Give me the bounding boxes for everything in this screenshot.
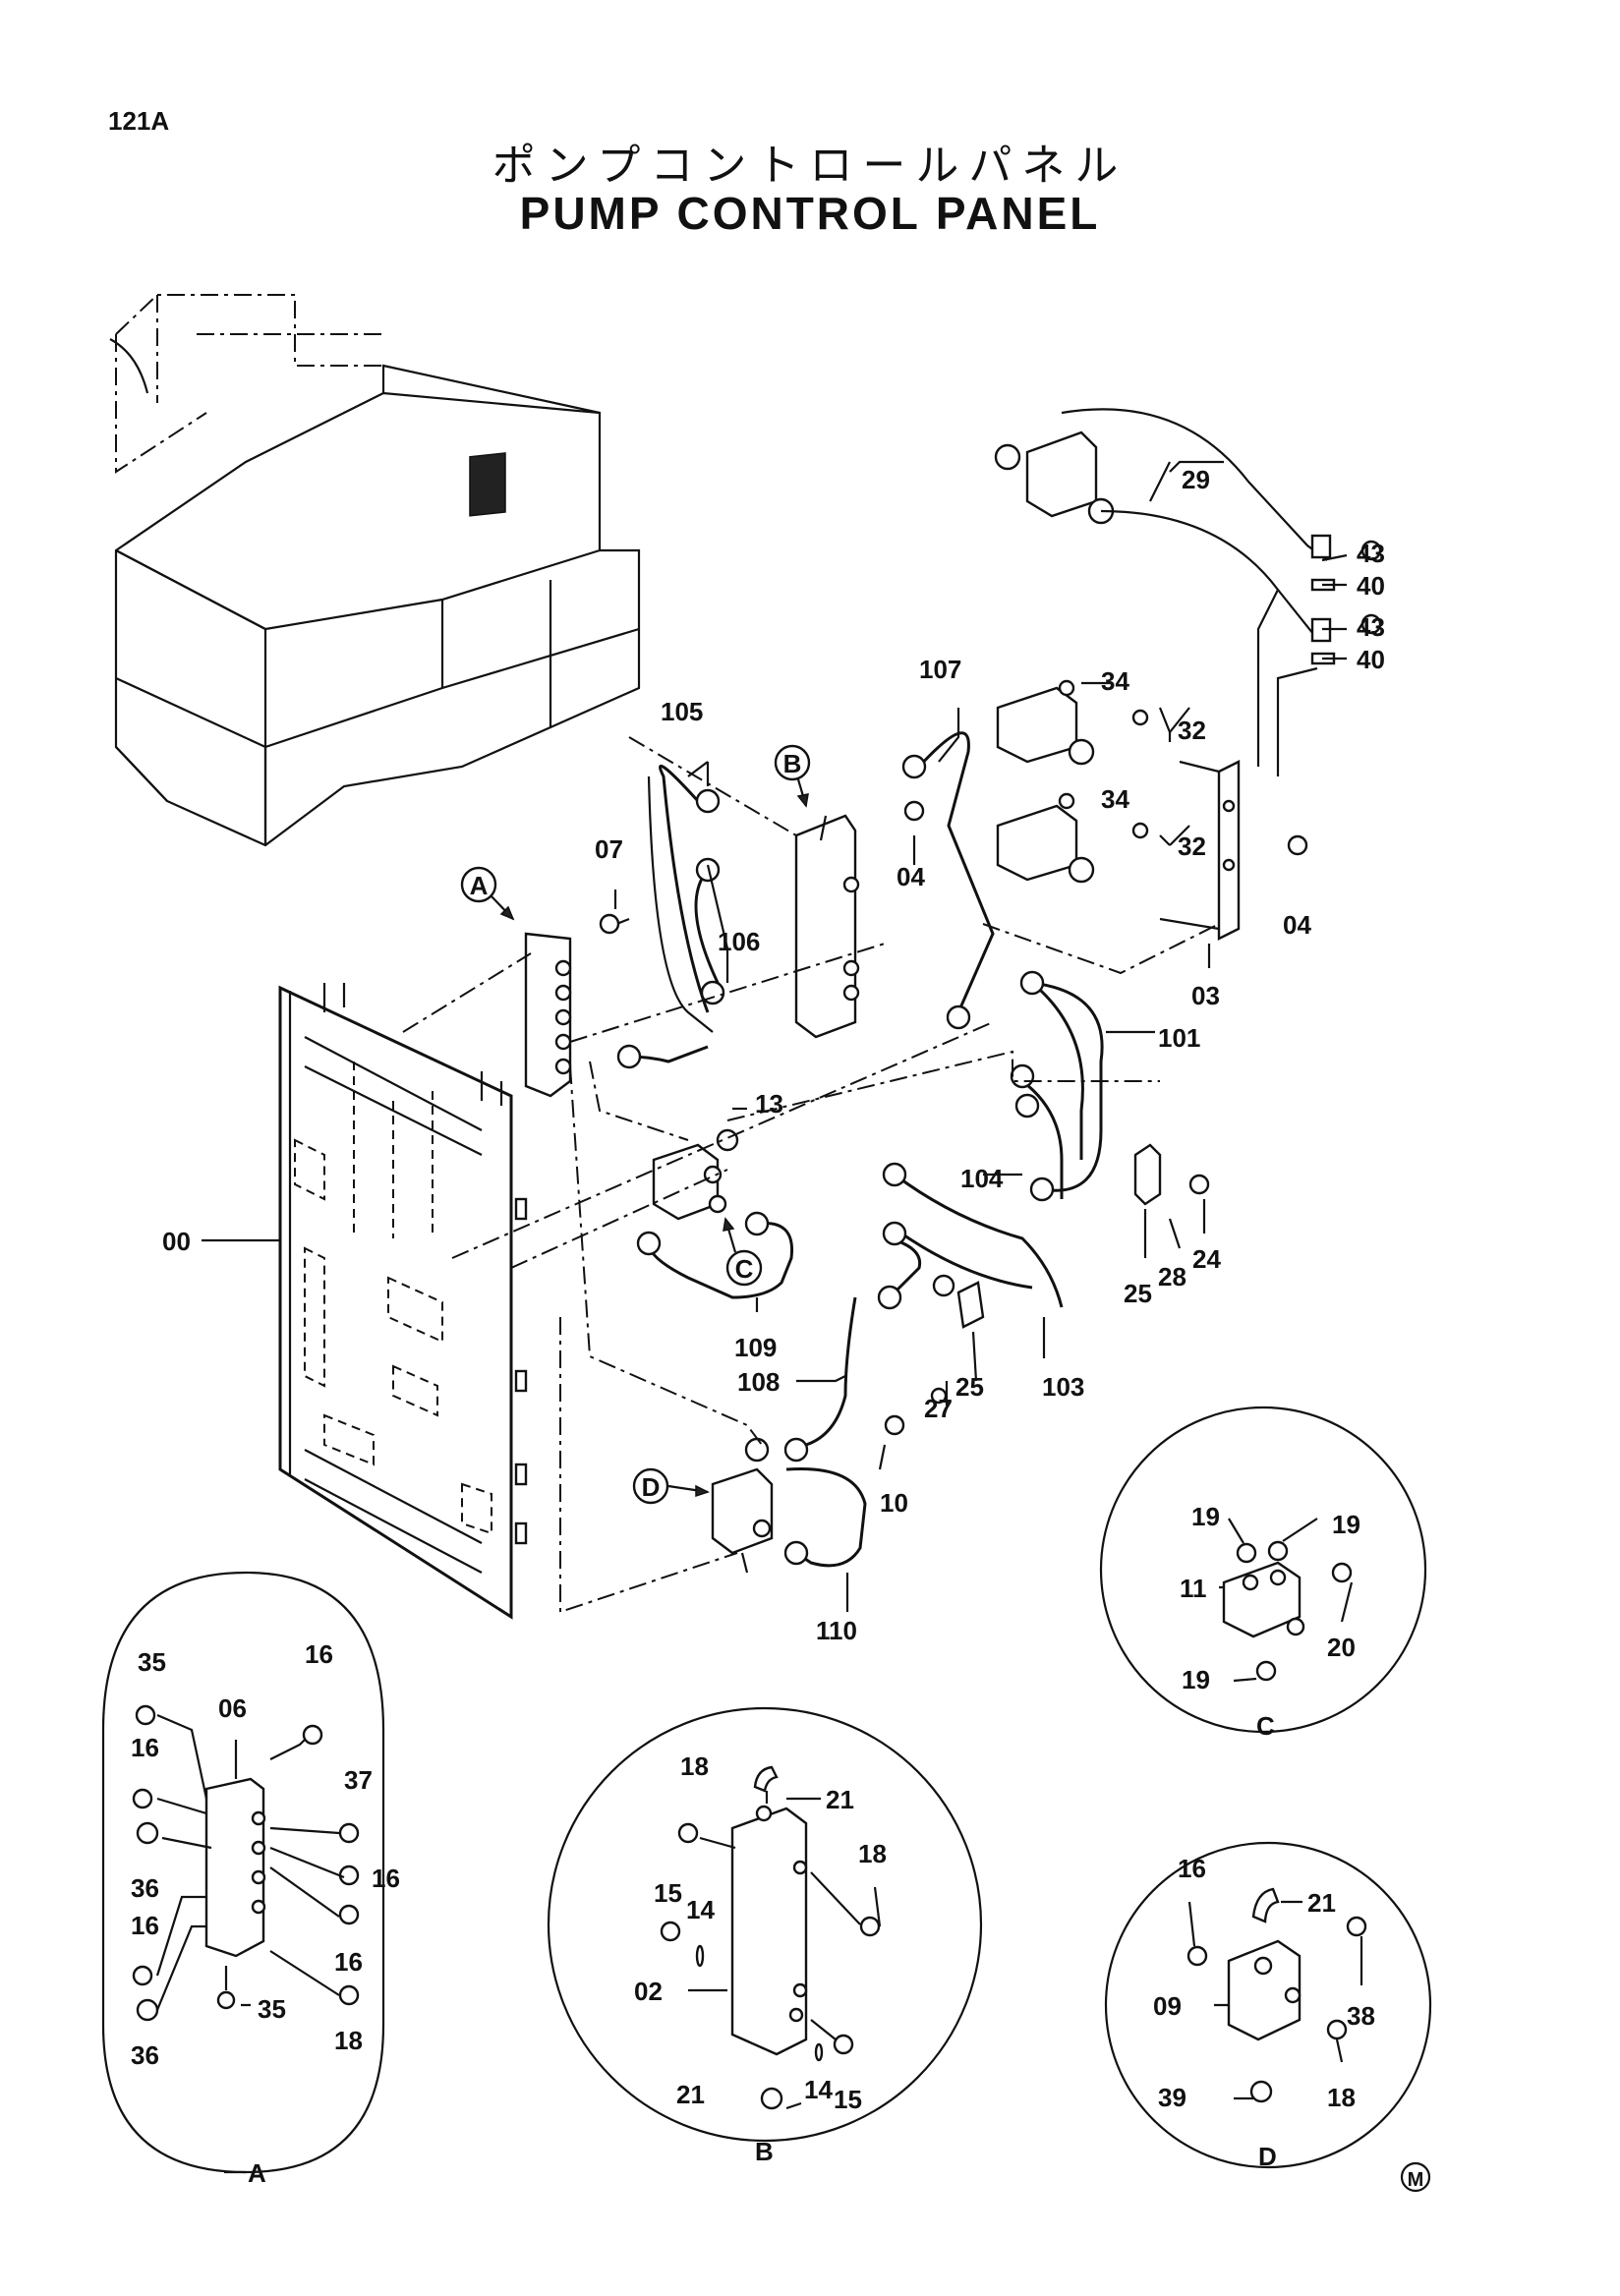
svg-text:34: 34 — [1101, 784, 1129, 814]
svg-text:104: 104 — [960, 1164, 1004, 1193]
svg-text:16: 16 — [1178, 1854, 1206, 1883]
svg-text:B: B — [755, 2137, 774, 2166]
svg-text:15: 15 — [834, 2085, 862, 2114]
svg-text:43: 43 — [1357, 612, 1385, 642]
svg-text:M: M — [1408, 2169, 1424, 2191]
svg-text:24: 24 — [1192, 1244, 1221, 1274]
svg-text:04: 04 — [897, 862, 925, 891]
svg-text:B: B — [783, 749, 802, 778]
svg-text:37: 37 — [344, 1765, 373, 1795]
svg-text:16: 16 — [334, 1947, 363, 1977]
svg-text:09: 09 — [1153, 1991, 1182, 2021]
svg-text:35: 35 — [258, 1994, 286, 2024]
svg-text:19: 19 — [1191, 1502, 1220, 1531]
valve-block-a — [524, 917, 630, 1098]
svg-text:107: 107 — [919, 655, 961, 684]
svg-text:14: 14 — [804, 2075, 833, 2104]
svg-text:36: 36 — [131, 1873, 159, 1903]
svg-text:06: 06 — [218, 1693, 247, 1723]
svg-text:18: 18 — [1327, 2083, 1356, 2112]
grille-icon — [469, 452, 506, 517]
svg-text:21: 21 — [826, 1785, 854, 1814]
svg-text:40: 40 — [1357, 571, 1385, 601]
detail-view-d: 16 21 09 38 39 18 D — [1104, 1841, 1432, 2171]
title-japanese: ポンプコントロールパネル — [492, 141, 1128, 191]
callout-d: D — [632, 1467, 710, 1505]
reference-lines — [402, 736, 1220, 1614]
hoses — [628, 731, 1104, 1568]
svg-text:16: 16 — [131, 1911, 159, 1940]
svg-text:29: 29 — [1182, 465, 1210, 494]
svg-text:18: 18 — [334, 2026, 363, 2055]
svg-text:25: 25 — [1124, 1279, 1152, 1308]
svg-text:C: C — [1256, 1711, 1275, 1741]
svg-text:103: 103 — [1042, 1372, 1084, 1402]
title-english: PUMP CONTROL PANEL — [519, 188, 1101, 239]
svg-text:A: A — [248, 2158, 266, 2188]
svg-text:35: 35 — [138, 1647, 166, 1677]
svg-text:03: 03 — [1191, 981, 1220, 1010]
callout-b: B — [774, 744, 811, 808]
svg-text:109: 109 — [734, 1333, 777, 1362]
callout-c: C — [723, 1217, 763, 1287]
svg-text:19: 19 — [1182, 1665, 1210, 1694]
svg-text:A: A — [470, 871, 489, 900]
svg-text:40: 40 — [1357, 645, 1385, 674]
fittings — [599, 540, 1382, 1566]
svg-text:20: 20 — [1327, 1633, 1356, 1662]
svg-text:18: 18 — [858, 1839, 887, 1868]
detail-view-b: 18 21 18 15 14 02 21 14 15 B — [547, 1706, 983, 2166]
valve-block-c — [652, 1143, 727, 1221]
valve-block-b — [794, 814, 860, 1039]
clamps — [956, 1143, 1162, 1329]
svg-text:110: 110 — [816, 1616, 857, 1645]
svg-text:D: D — [642, 1472, 661, 1502]
svg-text:07: 07 — [595, 834, 623, 864]
svg-text:11: 11 — [1180, 1574, 1207, 1603]
detail-view-a: 35 16 06 16 37 36 16 16 16 35 18 36 A — [101, 1571, 400, 2188]
svg-text:101: 101 — [1158, 1023, 1200, 1053]
svg-text:32: 32 — [1178, 832, 1206, 861]
svg-text:15: 15 — [654, 1878, 682, 1908]
svg-text:19: 19 — [1332, 1510, 1360, 1539]
svg-text:02: 02 — [634, 1977, 663, 2006]
solenoid-valves — [994, 408, 1336, 884]
svg-text:14: 14 — [686, 1895, 715, 1924]
bracket-03 — [1159, 760, 1241, 941]
svg-text:13: 13 — [755, 1089, 783, 1119]
svg-text:21: 21 — [1307, 1888, 1336, 1918]
svg-text:18: 18 — [680, 1751, 709, 1781]
svg-text:32: 32 — [1178, 716, 1206, 745]
svg-text:10: 10 — [880, 1488, 908, 1518]
svg-text:106: 106 — [718, 927, 760, 956]
svg-text:16: 16 — [372, 1864, 400, 1893]
svg-text:21: 21 — [676, 2080, 705, 2109]
svg-text:16: 16 — [131, 1733, 159, 1762]
valve-block-d — [711, 1467, 774, 1574]
svg-text:39: 39 — [1158, 2083, 1186, 2112]
svg-text:38: 38 — [1347, 2001, 1375, 2031]
svg-text:105: 105 — [661, 697, 703, 726]
machine-body — [109, 294, 641, 847]
svg-text:43: 43 — [1357, 539, 1385, 568]
detail-view-c: 19 19 11 20 19 C — [1099, 1406, 1427, 1741]
part-labels-main: 00 07 105 106 107 04 34 34 32 32 29 43 4… — [162, 465, 1385, 1645]
svg-text:36: 36 — [131, 2040, 159, 2070]
svg-text:28: 28 — [1158, 1262, 1186, 1292]
svg-text:108: 108 — [737, 1367, 780, 1397]
svg-text:D: D — [1258, 2142, 1277, 2171]
main-panel — [278, 983, 528, 1620]
leader-lines — [202, 460, 1348, 1612]
m-mark-icon: M — [1400, 2161, 1431, 2193]
svg-text:04: 04 — [1283, 910, 1311, 940]
svg-text:25: 25 — [955, 1372, 984, 1402]
svg-text:34: 34 — [1101, 666, 1129, 696]
page-number: 121A — [108, 106, 170, 136]
svg-text:27: 27 — [924, 1394, 953, 1423]
svg-text:00: 00 — [162, 1227, 191, 1256]
svg-text:16: 16 — [305, 1639, 333, 1669]
callout-a: A — [460, 866, 515, 921]
svg-text:C: C — [735, 1254, 754, 1284]
